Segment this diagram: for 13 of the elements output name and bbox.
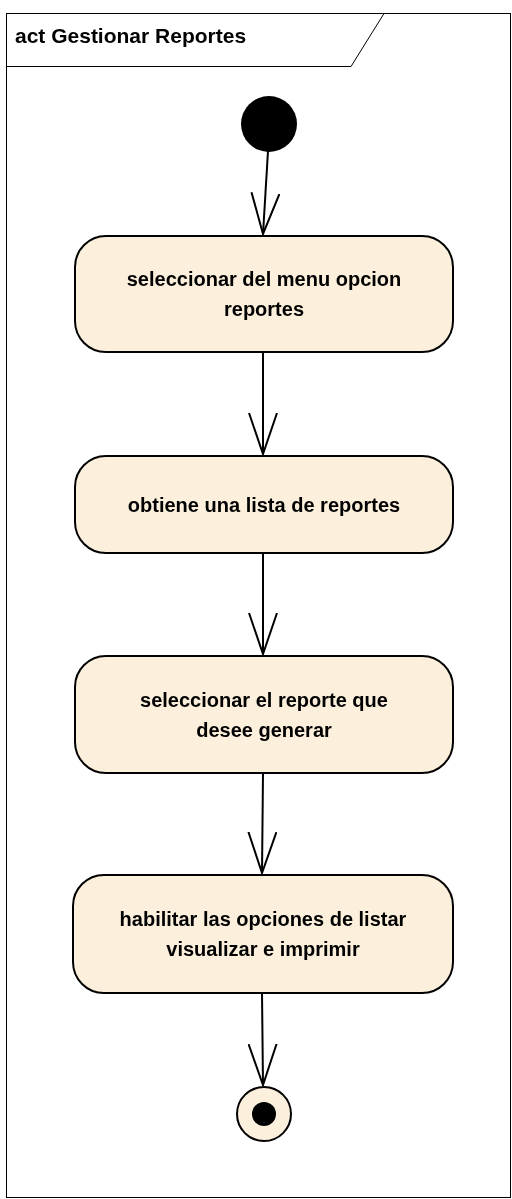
final-node bbox=[236, 1086, 292, 1142]
action-box: seleccionar del menu opcion reportes bbox=[74, 235, 454, 353]
action-box: seleccionar el reporte que desee generar bbox=[74, 655, 454, 774]
arrow bbox=[247, 772, 278, 874]
arrow bbox=[248, 552, 278, 655]
action-box: obtiene una lista de reportes bbox=[74, 455, 454, 554]
action-box: habilitar las opciones de listar visualizar e imprimir bbox=[72, 874, 454, 994]
frame-title: act Gestionar Reportes bbox=[15, 24, 247, 48]
activity-frame bbox=[6, 13, 511, 1198]
arrow bbox=[250, 150, 281, 235]
arrow bbox=[248, 351, 278, 455]
initial-node bbox=[241, 96, 297, 152]
arrow bbox=[247, 992, 278, 1086]
